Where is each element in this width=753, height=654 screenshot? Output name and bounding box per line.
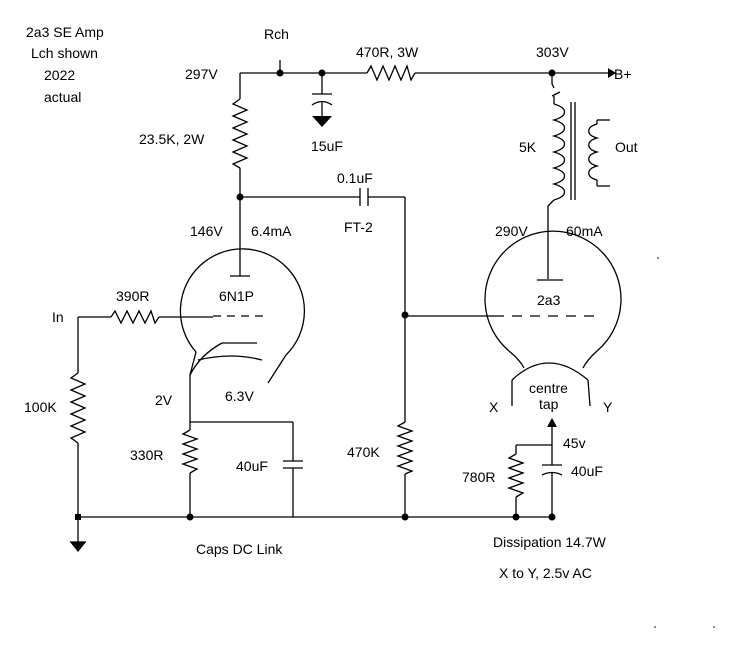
- cathode-network-6n1p: [181, 375, 303, 517]
- label-470k: 470K: [347, 444, 380, 460]
- label-40uf-a: 40uF: [236, 458, 268, 474]
- label-0-1uf: 0.1uF: [337, 170, 373, 186]
- capacitor-15uf: [311, 73, 333, 127]
- resistor-23k5-2w: [231, 73, 249, 276]
- note-line3: 2022: [44, 67, 75, 83]
- note-line4: actual: [44, 89, 81, 105]
- output-transformer-5k: [547, 73, 610, 276]
- label-y: Y: [603, 399, 613, 415]
- label-in: In: [52, 309, 64, 325]
- junction-dot-grid: [401, 311, 409, 319]
- label-470r-3w: 470R, 3W: [356, 44, 419, 60]
- label-2a3: 2a3: [537, 292, 561, 308]
- label-6-4ma: 6.4mA: [251, 223, 292, 239]
- note-line2: Lch shown: [31, 45, 98, 61]
- speck: [657, 257, 659, 259]
- speck: [713, 626, 715, 628]
- b-plus-rail: [240, 60, 616, 78]
- capacitor-0-1uf: [240, 188, 406, 422]
- junction-dot-gnd-470k: [401, 513, 409, 521]
- label-390r: 390R: [116, 288, 149, 304]
- label-60ma: 60mA: [566, 223, 603, 239]
- junction-dot-rch: [276, 69, 284, 77]
- grid-resistor-470k: [396, 421, 414, 517]
- label-dissipation: Dissipation 14.7W: [493, 534, 607, 550]
- label-6-3v: 6.3V: [225, 388, 254, 404]
- label-out: Out: [615, 139, 638, 155]
- speck: [654, 626, 656, 628]
- label-146v: 146V: [190, 223, 223, 239]
- note-title: 2a3 SE Amp: [26, 24, 104, 40]
- label-15uf: 15uF: [311, 138, 343, 154]
- ground-symbol-main: [70, 542, 86, 552]
- label-6n1p: 6N1P: [219, 288, 254, 304]
- resistor-390r: [110, 309, 160, 325]
- label-caps-dc-link: Caps DC Link: [196, 541, 283, 557]
- label-tap: tap: [539, 396, 559, 412]
- label-45v: 45v: [563, 435, 586, 451]
- label-ft2: FT-2: [344, 219, 373, 235]
- label-330r: 330R: [130, 447, 163, 463]
- label-5k: 5K: [519, 139, 537, 155]
- tube-2a3-filament: [511, 362, 589, 381]
- resistor-780r: [507, 453, 525, 498]
- label-centre: centre: [529, 380, 568, 396]
- ground-symbol: [312, 116, 332, 127]
- label-40uf-b: 40uF: [571, 463, 603, 479]
- resistor-470r-3w: [366, 64, 416, 82]
- label-x-to-y: X to Y, 2.5v AC: [499, 565, 592, 581]
- label-100k: 100K: [24, 399, 57, 415]
- resistor-100k: [69, 372, 87, 444]
- label-b-plus: B+: [614, 66, 632, 82]
- label-23k5-2w: 23.5K, 2W: [139, 131, 205, 147]
- label-290v: 290V: [495, 223, 528, 239]
- junction-dot-gnd-330r: [186, 513, 194, 521]
- label-rch: Rch: [264, 26, 289, 42]
- tube-6n1p: [179, 248, 306, 384]
- centre-tap-arrow: [547, 418, 557, 427]
- label-x: X: [489, 399, 499, 415]
- label-2v: 2V: [155, 392, 173, 408]
- cathode-network-2a3: [507, 427, 563, 517]
- resistor-330r: [181, 429, 199, 474]
- label-303v: 303V: [536, 44, 569, 60]
- tube-2a3: [405, 230, 622, 427]
- label-780r: 780R: [462, 469, 495, 485]
- label-297v: 297V: [185, 66, 218, 82]
